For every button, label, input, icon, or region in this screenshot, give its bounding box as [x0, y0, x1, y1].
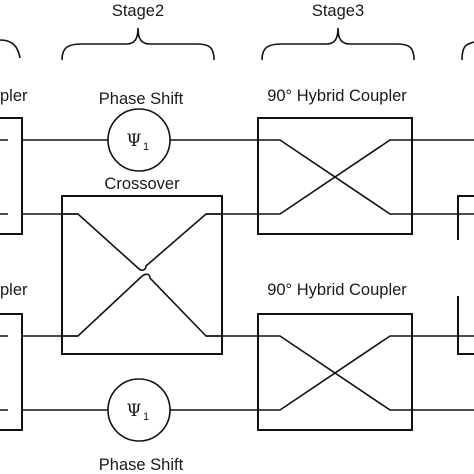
hybrid-coupler-top-box [257, 117, 413, 235]
hybrid-coupler-bottom-box [257, 313, 413, 431]
phase-shifter-top [107, 108, 171, 172]
stage1-bracket-partial [0, 39, 21, 59]
stage1-top-coupler-internal [0, 139, 8, 215]
stage2-label: Stage2 [112, 2, 164, 20]
stage3-label: Stage3 [312, 2, 364, 20]
crossover-line-b [62, 273, 222, 337]
hybrid-coupler-top-internal [258, 139, 412, 215]
stage1-top-coupler-box [0, 117, 23, 235]
hybrid-coupler-bottom-internal [258, 335, 412, 411]
psi-subscript-bottom: 1 [143, 411, 149, 423]
stage1-bottom-coupler-internal [0, 335, 8, 411]
stage4-partial-box-top [457, 195, 474, 240]
stage4-partial-box-bottom [457, 296, 474, 355]
phase-shift-top-label: Phase Shift [99, 90, 184, 108]
stage4-bracket-partial [461, 41, 474, 61]
stage1-bottom-coupler-box [0, 313, 23, 431]
stage1-bottom-coupler-label: pler [0, 281, 28, 299]
stage1-top-coupler-label: pler [0, 87, 28, 105]
stage2-bracket [61, 27, 215, 61]
phase-shifter-bottom [107, 378, 171, 442]
psi-subscript-top: 1 [143, 141, 149, 153]
psi-symbol-bottom: Ψ [127, 401, 142, 421]
hybrid-coupler-top-label: 90° Hybrid Coupler [267, 87, 407, 105]
stage3-bracket [261, 27, 415, 61]
crossover-box [61, 195, 223, 355]
phase-shift-bottom-label: Phase Shift [99, 456, 184, 474]
crossover-label: Crossover [104, 175, 180, 193]
psi-symbol-top: Ψ [127, 131, 142, 151]
crossover-line-a [62, 213, 222, 271]
hybrid-coupler-bottom-label: 90° Hybrid Coupler [267, 281, 407, 299]
